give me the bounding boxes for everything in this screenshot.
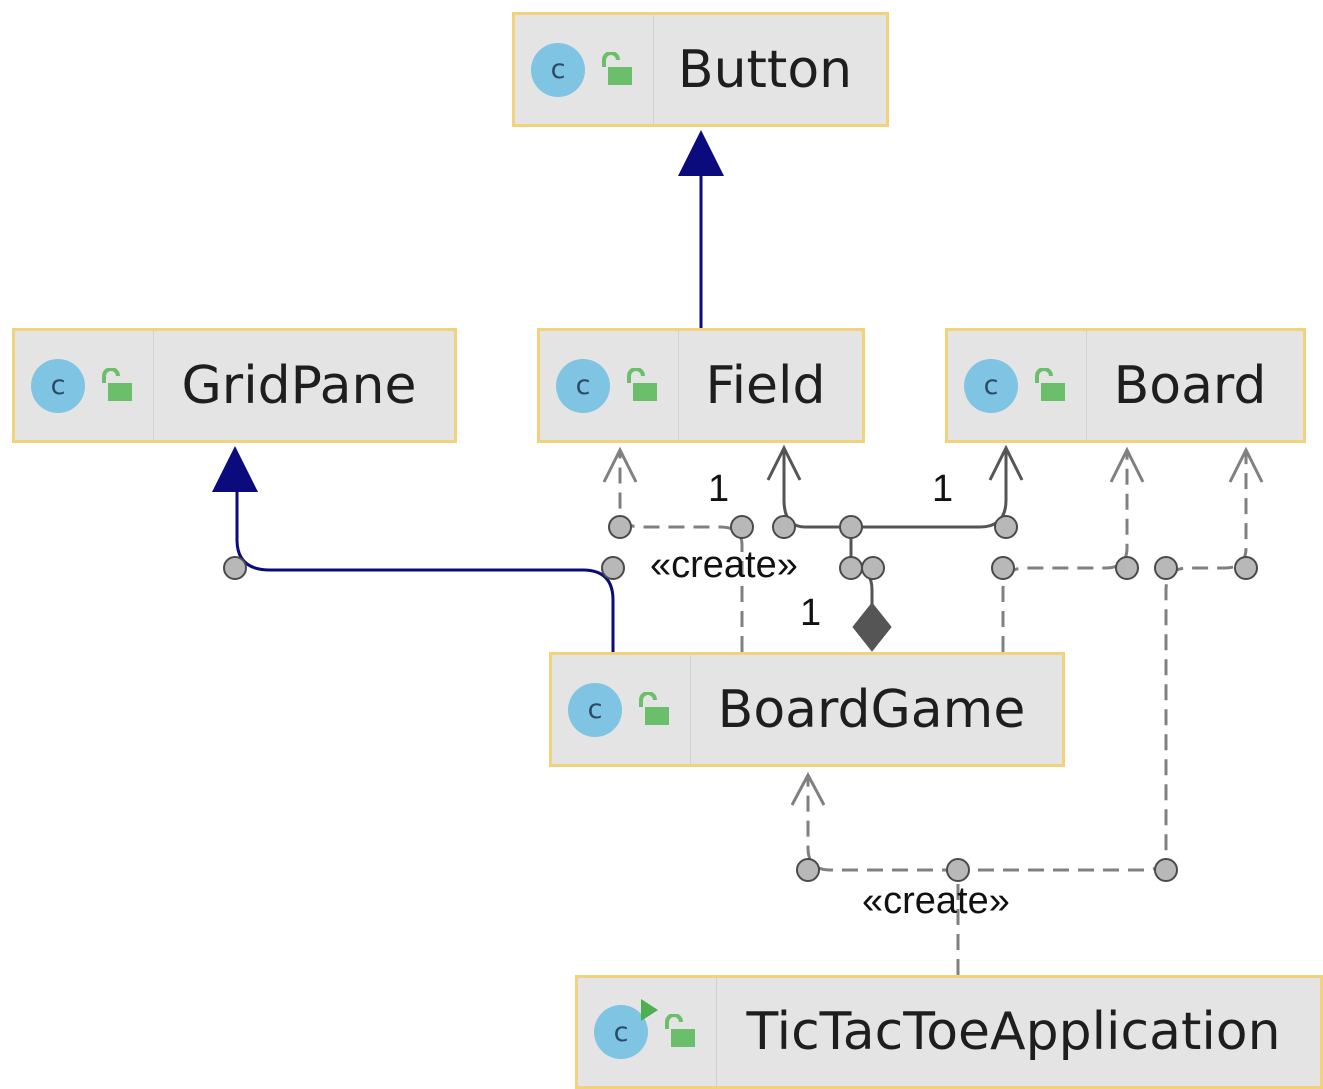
multiplicity-board: 1 — [932, 468, 954, 510]
runnable-class-icon: c — [594, 999, 658, 1059]
class-node-board[interactable]: c Board — [945, 328, 1306, 443]
class-node-field[interactable]: c Field — [537, 328, 865, 443]
class-name: BoardGame — [717, 679, 1026, 740]
class-name: GridPane — [181, 355, 417, 416]
public-lock-icon — [639, 691, 669, 725]
class-name: TicTacToeApplication — [746, 1002, 1281, 1062]
open-arrowhead — [1228, 446, 1264, 483]
connector-handles — [223, 515, 1258, 882]
open-arrowhead — [602, 446, 638, 483]
class-node-gridpane[interactable]: c GridPane — [12, 328, 457, 443]
run-arrow-icon — [641, 999, 658, 1021]
class-name: Field — [705, 355, 826, 416]
public-lock-icon — [1035, 367, 1065, 401]
class-icon: c — [556, 358, 610, 413]
stereotype-create-lower: «create» — [862, 880, 1010, 922]
public-lock-icon — [102, 367, 132, 401]
multiplicity-composite: 1 — [800, 592, 822, 634]
class-icon: c — [31, 358, 85, 413]
multiplicity-field: 1 — [708, 468, 730, 510]
class-icons: c — [515, 15, 654, 124]
class-icon: c — [568, 682, 622, 737]
dependency-tictactoe-boardgame — [806, 775, 958, 872]
generalization-arrowhead — [678, 130, 724, 176]
class-node-button[interactable]: c Button — [512, 12, 889, 127]
class-icons: c — [948, 331, 1087, 440]
class-node-tictactoeapplication[interactable]: c TicTacToeApplication — [575, 975, 1323, 1089]
generalization-arrowhead — [212, 446, 258, 492]
class-icons: c — [540, 331, 679, 440]
open-arrowhead — [790, 771, 826, 806]
class-icons: c — [15, 331, 154, 440]
class-icons: c — [552, 655, 691, 764]
open-arrowhead — [1109, 446, 1145, 483]
class-icon: c — [964, 358, 1018, 413]
public-lock-icon — [602, 51, 632, 85]
public-lock-icon — [665, 1014, 695, 1047]
stereotype-create-upper: «create» — [650, 544, 798, 586]
generalization-boardgame-gridpane — [212, 446, 615, 652]
class-node-boardgame[interactable]: c BoardGame — [549, 652, 1065, 767]
class-icons: c — [578, 978, 717, 1086]
class-name: Button — [677, 39, 853, 100]
class-name: Board — [1113, 355, 1267, 416]
class-icon: c — [531, 42, 585, 97]
public-lock-icon — [627, 367, 657, 401]
composition-diamond — [852, 602, 892, 652]
dependency-boardgame-board — [1001, 450, 1129, 652]
generalization-field-button — [678, 130, 724, 328]
